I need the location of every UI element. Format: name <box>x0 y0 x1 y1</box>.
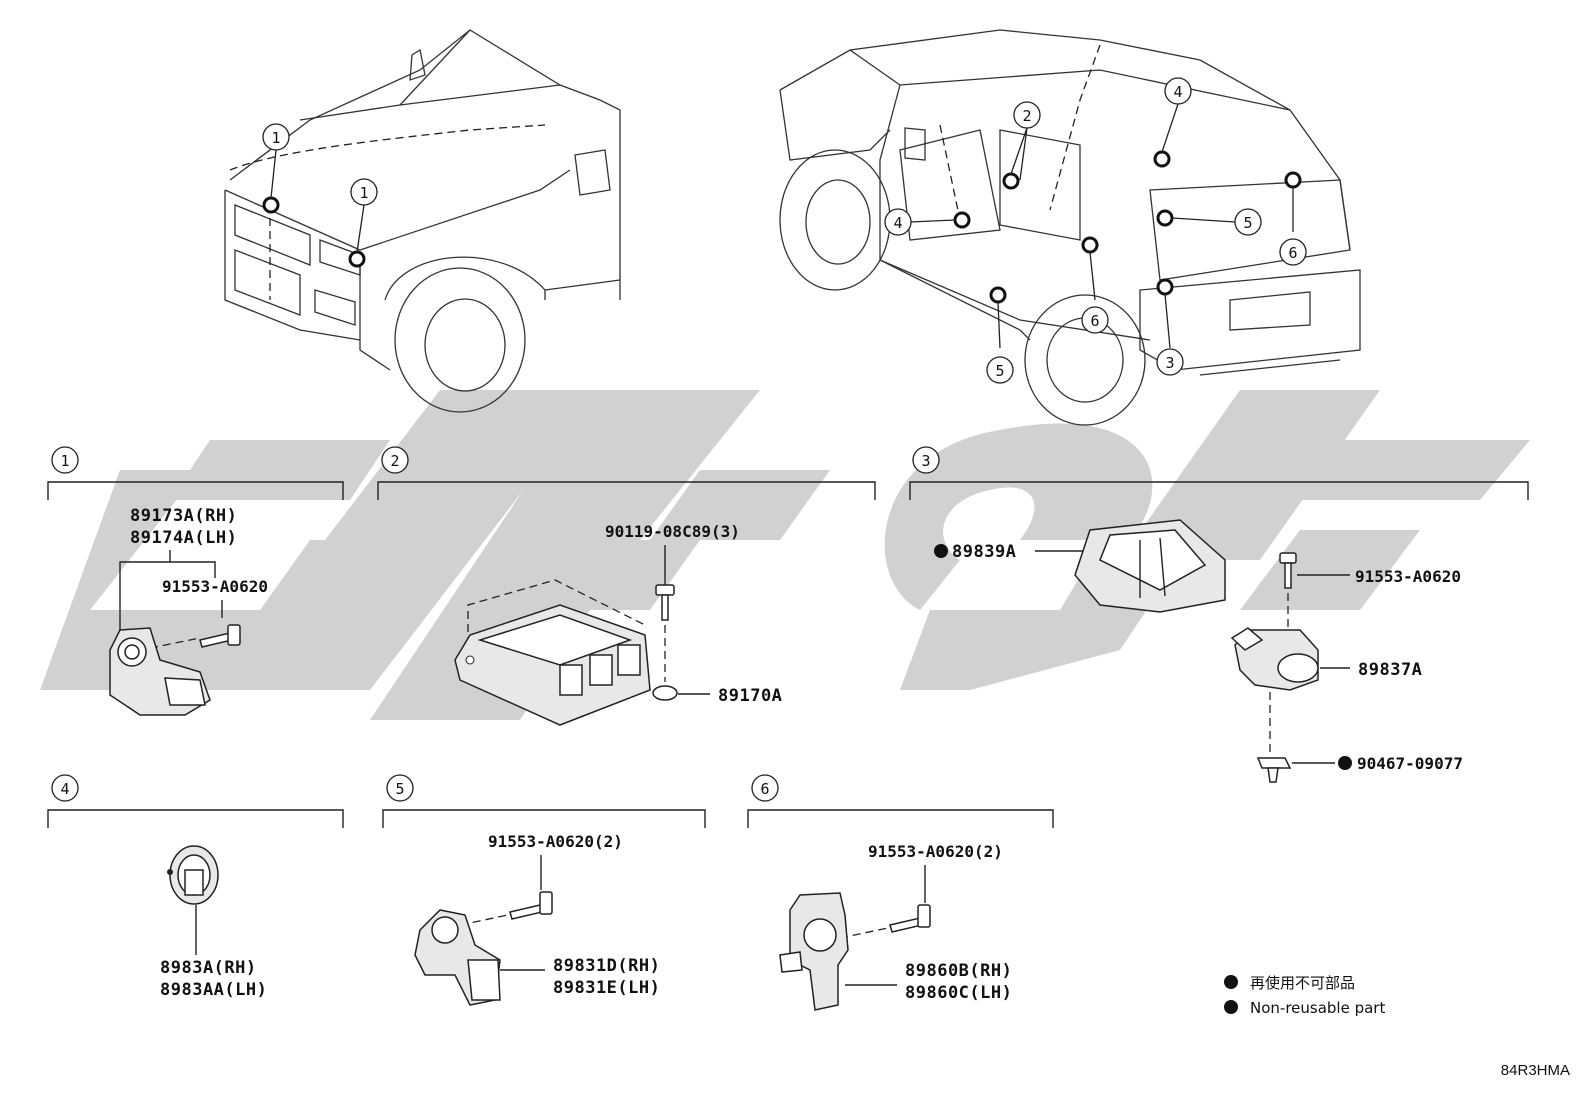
part-89831E-label: 89831E(LH) <box>553 978 660 998</box>
legend: 再使用不可部品 Non-reusable part <box>1224 974 1385 1017</box>
label: 5 <box>995 362 1004 380</box>
vehicle-callout-dots <box>262 150 1302 304</box>
bolt-icon <box>889 904 931 933</box>
rear-sensor-part <box>1230 627 1319 691</box>
section-1-number: 1 <box>60 452 69 470</box>
label: 4 <box>1173 83 1182 101</box>
non-reusable-dot <box>934 544 948 558</box>
vehicle-callout-numbers: 1 1 2 4 4 5 6 6 3 5 <box>262 77 1307 384</box>
callout-3: 3 <box>1156 348 1184 376</box>
door-sensor-part <box>414 909 501 1006</box>
label: 2 <box>1022 107 1031 125</box>
airbag-ecu-part <box>454 604 678 726</box>
label: 6 <box>1090 312 1099 330</box>
vehicle-callout-leaders <box>270 103 1294 349</box>
label: 1 <box>271 129 280 147</box>
part-89173A-label: 89173A(RH) <box>130 506 237 526</box>
label: 3 <box>1165 354 1174 372</box>
bolt-icon <box>199 624 241 648</box>
vehicle-rear-illustration <box>779 29 1361 426</box>
callout-6a: 6 <box>1279 238 1307 266</box>
side-sensor-part <box>109 627 211 716</box>
section-3-number: 3 <box>921 452 930 470</box>
legend-japanese-label: 再使用不可部品 <box>1250 974 1355 992</box>
bolt-icon <box>655 584 675 621</box>
part-89174A-label: 89174A(LH) <box>130 528 237 548</box>
part-89170A-label: 89170A <box>718 686 782 706</box>
part-8983AA-label: 8983AA(LH) <box>160 980 267 1000</box>
part-89860C-label: 89860C(LH) <box>905 983 1012 1003</box>
bolt-91553-label: 91553-A0620(2) <box>868 842 1003 861</box>
section-4-number: 4 <box>60 780 69 798</box>
label: 5 <box>1243 214 1252 232</box>
clip-90467-label: 90467-09077 <box>1357 754 1463 773</box>
callout-6b: 6 <box>1081 306 1109 334</box>
non-reusable-dot <box>1224 975 1238 989</box>
label: 1 <box>359 184 368 202</box>
callout-5a: 5 <box>1234 208 1262 236</box>
callout-2: 2 <box>1013 101 1041 129</box>
callout-5b: 5 <box>986 356 1014 384</box>
label: 4 <box>893 214 902 232</box>
section-1: 1 89173A(RH) 89174A(LH) 91553-A0620 <box>47 446 344 716</box>
section-6: 6 91553-A0620(2) 89860B(RH) 89860C(LH) <box>747 774 1054 1011</box>
bolt-91553-label: 91553-A0620 <box>1355 567 1461 586</box>
bolt-icon <box>1279 552 1297 589</box>
section-2: 2 90119-08C89(3) 89170A <box>377 446 876 726</box>
bolt-90119-label: 90119-08C89(3) <box>605 522 740 541</box>
part-89860B-label: 89860B(RH) <box>905 961 1012 981</box>
section-6-number: 6 <box>760 780 769 798</box>
section-5: 5 91553-A0620(2) 89831D(RH) 89831E(LH) <box>382 774 706 1006</box>
section-2-number: 2 <box>390 452 399 470</box>
section-5-number: 5 <box>395 780 404 798</box>
rear-side-sensor-part <box>779 892 849 1011</box>
diagram-code: 84R3HMA <box>1501 1062 1570 1079</box>
non-reusable-dot <box>1224 1000 1238 1014</box>
pressure-sensor-part <box>167 845 219 905</box>
vehicle-front-illustration <box>224 29 621 413</box>
label: 6 <box>1288 244 1297 262</box>
part-89831D-label: 89831D(RH) <box>553 956 660 976</box>
bolt-91553-label: 91553-A0620(2) <box>488 832 623 851</box>
clip-icon <box>1256 757 1292 783</box>
sensor-cover-part <box>1074 519 1226 613</box>
section-3: 3 89839A 91553-A0620 89837A <box>909 446 1529 783</box>
callout-4b: 4 <box>884 208 912 236</box>
section-4: 4 8983A(RH) 8983AA(LH) <box>47 774 344 1000</box>
callout-1a: 1 <box>262 123 290 151</box>
legend-english-label: Non-reusable part <box>1250 999 1385 1017</box>
part-89837A-label: 89837A <box>1358 660 1422 680</box>
non-reusable-dot <box>1338 756 1352 770</box>
part-89839A-label: 89839A <box>952 542 1016 562</box>
bolt-91553-label: 91553-A0620 <box>162 577 268 596</box>
part-8983A-label: 8983A(RH) <box>160 958 257 978</box>
callout-4a: 4 <box>1164 77 1192 105</box>
bolt-icon <box>509 891 553 920</box>
callout-1b: 1 <box>350 178 378 206</box>
